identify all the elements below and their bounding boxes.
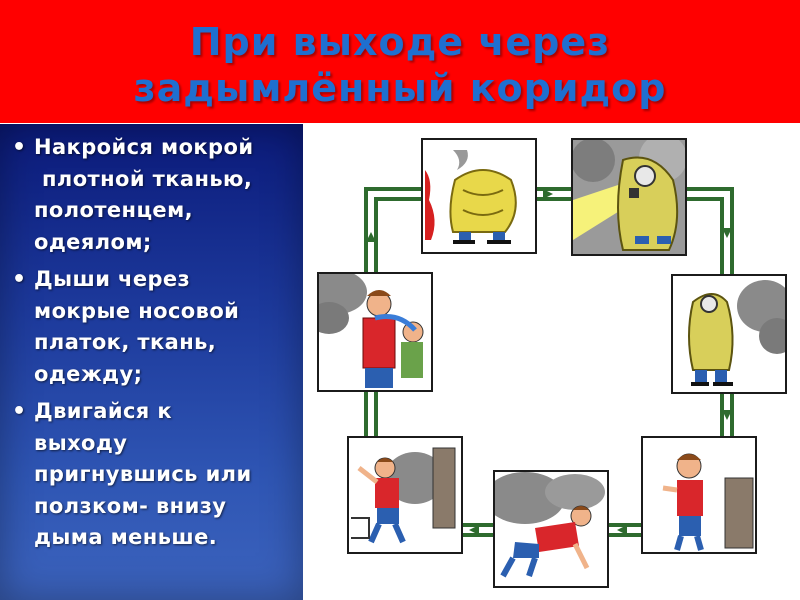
blanket-figure-icon <box>423 140 535 252</box>
bullet-text-line: одежду; <box>34 361 143 386</box>
bullet-icon: • <box>12 399 27 424</box>
cycle-frame <box>364 187 734 537</box>
walking-blanket-icon <box>673 276 785 392</box>
illustration-blanket-walking-smoke <box>671 274 787 394</box>
crawling-figure-icon <box>495 472 607 586</box>
title-bar: При выходе через задымлённый коридор <box>0 0 800 123</box>
bullet-text-line: Накройся мокрой <box>34 135 254 159</box>
list-item: • Дыши через мокрые носовой платок, ткан… <box>8 264 297 390</box>
bullet-text-line: пригнувшись или <box>34 462 252 486</box>
rescue-figure-icon <box>319 274 431 390</box>
illustration-blanket-approaching-fire <box>421 138 537 254</box>
illustration-blanket-with-flashlight <box>571 138 687 256</box>
bullet-text-line: мокрые носовой <box>34 298 240 323</box>
bullet-text-line: плотной тканью, <box>42 166 253 191</box>
bullet-text-line: выходу <box>34 430 128 455</box>
title-line-2: задымлённый коридор <box>133 65 667 110</box>
instructions-list: • Накройся мокрой плотной тканью, полоте… <box>0 124 303 554</box>
bullet-text-line: полотенцем, <box>34 198 194 222</box>
bullet-text-line: ползком- внизу <box>34 493 227 518</box>
illustration-man-feeling-wall <box>641 436 757 554</box>
illustration-man-crawling-under-smoke <box>493 470 609 588</box>
evacuation-cycle-diagram <box>303 124 800 600</box>
illustration-man-helping-child-mask <box>317 272 433 392</box>
bullet-icon: • <box>12 135 27 160</box>
flashlight-figure-icon <box>573 140 685 254</box>
bullet-text-line: одеялом; <box>34 229 152 254</box>
page-title: При выходе через задымлённый коридор <box>134 19 667 111</box>
instructions-panel: • Накройся мокрой плотной тканью, полоте… <box>0 124 303 600</box>
wall-figure-icon <box>643 438 755 552</box>
list-item: • Двигайся к выходу пригнувшись или полз… <box>8 396 297 554</box>
bullet-text-line: Двигайся к <box>34 399 173 423</box>
illustration-man-crouching-at-door <box>347 436 463 554</box>
bullet-text-line: Дыши через <box>34 267 191 291</box>
list-item: • Накройся мокрой плотной тканью, полоте… <box>8 132 297 258</box>
bullet-text-line: дыма меньше. <box>34 525 218 549</box>
bullet-text-line: платок, ткань, <box>34 330 217 354</box>
bullet-icon: • <box>12 267 27 292</box>
door-figure-icon <box>349 438 461 552</box>
title-line-1: При выходе через <box>189 19 611 64</box>
